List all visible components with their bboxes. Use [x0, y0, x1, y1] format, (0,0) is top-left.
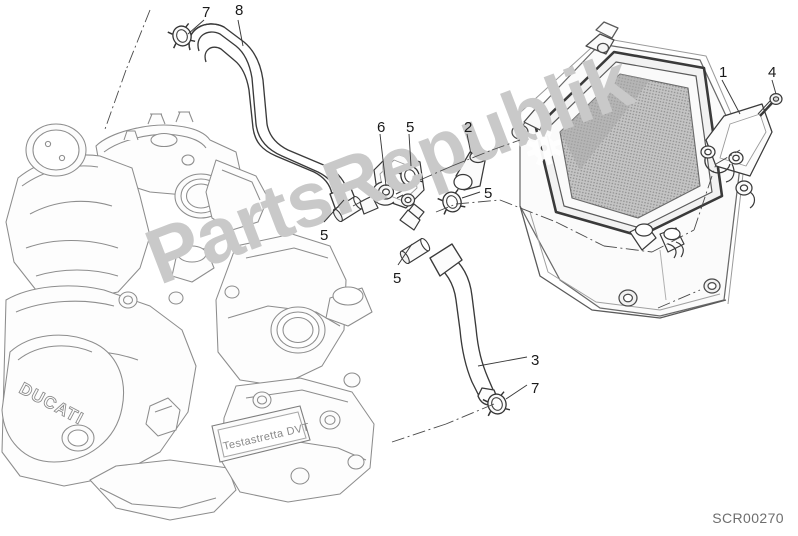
canister-bracket — [700, 103, 773, 209]
callout-6: 6 — [377, 119, 386, 136]
part-code-label: SCR00270 — [712, 510, 784, 526]
engine-badge — [211, 405, 311, 463]
callout-3: 3 — [531, 352, 540, 369]
hose-2 — [453, 150, 487, 191]
callout-4: 4 — [768, 64, 777, 81]
callout-8: 8 — [235, 2, 244, 19]
canister-assembly — [511, 21, 747, 319]
callout-2: 2 — [464, 119, 473, 136]
callout-1: 1 — [719, 64, 728, 81]
callout-5-left: 5 — [320, 227, 329, 244]
bracket-screw — [757, 92, 783, 117]
callout-7-top: 7 — [202, 4, 211, 21]
callout-5-upper: 5 — [406, 119, 415, 136]
alignment-axes — [103, 9, 741, 443]
callout-5-right: 5 — [484, 185, 493, 202]
hose-3 — [429, 243, 499, 406]
callout-7-bottom: 7 — [531, 380, 540, 397]
callout-5-mid: 5 — [393, 270, 402, 287]
